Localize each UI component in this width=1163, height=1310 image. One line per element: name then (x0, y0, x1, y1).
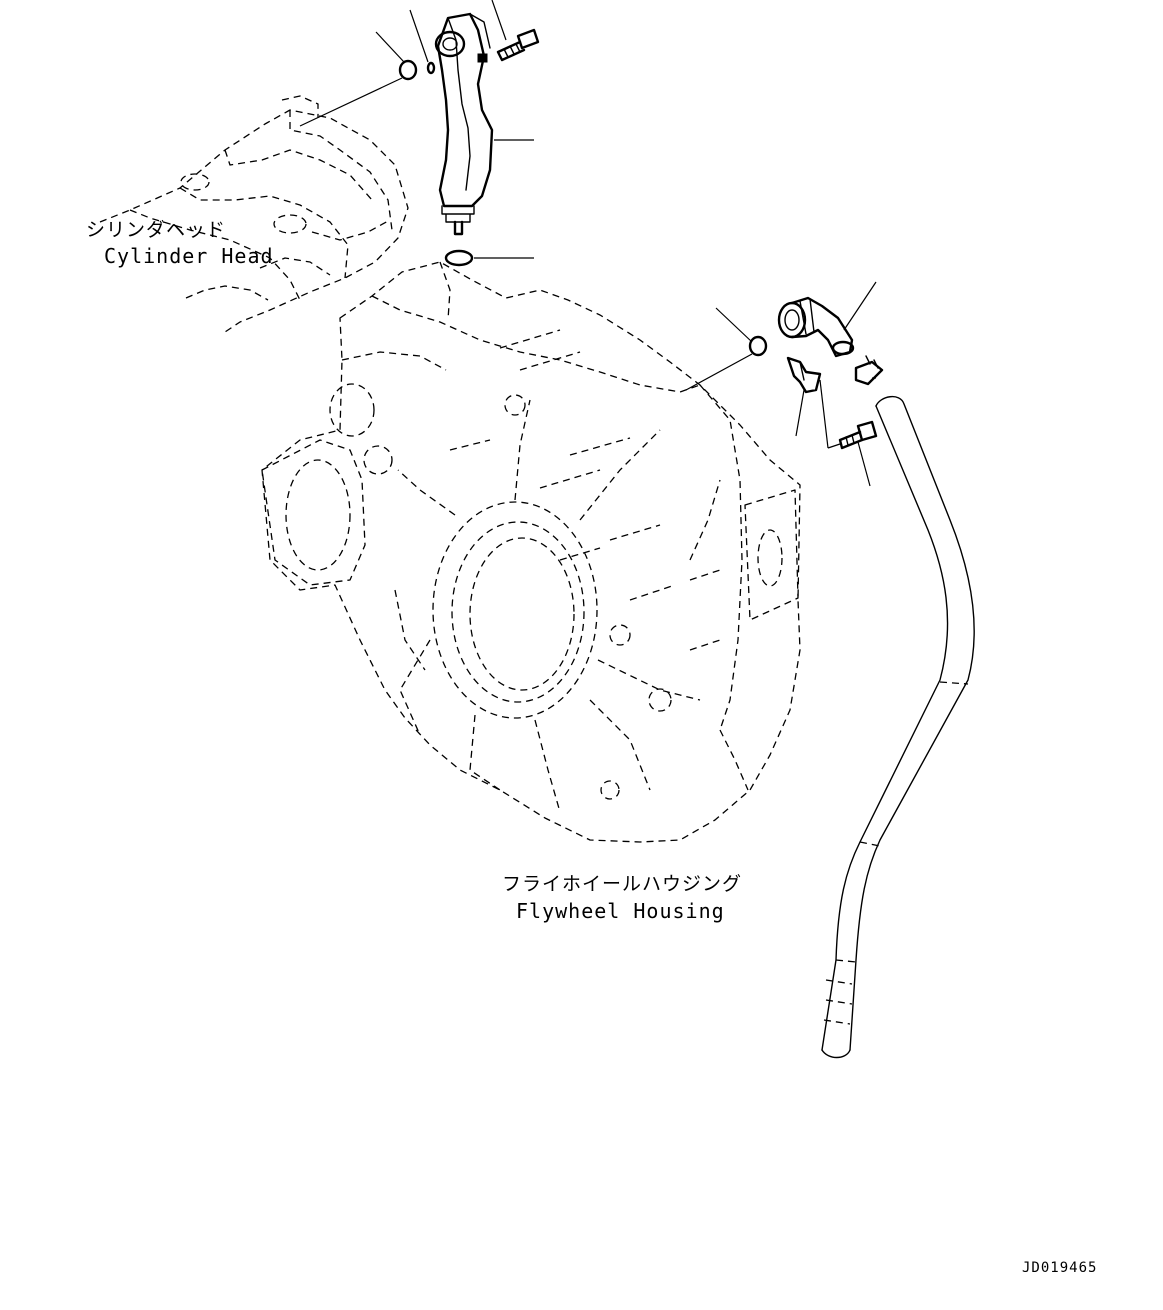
o-ring-tube (444, 249, 474, 267)
o-ring-large (398, 59, 418, 81)
elbow-connector (777, 296, 855, 358)
bolt-top (496, 28, 540, 62)
cylinder-head (99, 95, 409, 335)
drawing-code: JD019465 (1022, 1260, 1098, 1276)
hose (821, 396, 975, 1059)
flywheel-housing (261, 261, 801, 843)
cylinder-head-label-en: Cylinder Head (104, 244, 274, 268)
flywheel-housing-label-jp: フライホイールハウジング (502, 873, 743, 895)
o-ring-elbow (748, 335, 768, 357)
flywheel-housing-label-en: Flywheel Housing (516, 899, 725, 923)
bolt-right (838, 420, 878, 450)
cylinder-head-label-jp: シリンダヘッド (86, 219, 227, 241)
o-ring-small (426, 61, 436, 75)
leader-lines (299, 0, 877, 487)
breather-tube (434, 12, 494, 236)
hose-clip (854, 355, 884, 386)
hose-clamp-bracket (786, 356, 822, 394)
